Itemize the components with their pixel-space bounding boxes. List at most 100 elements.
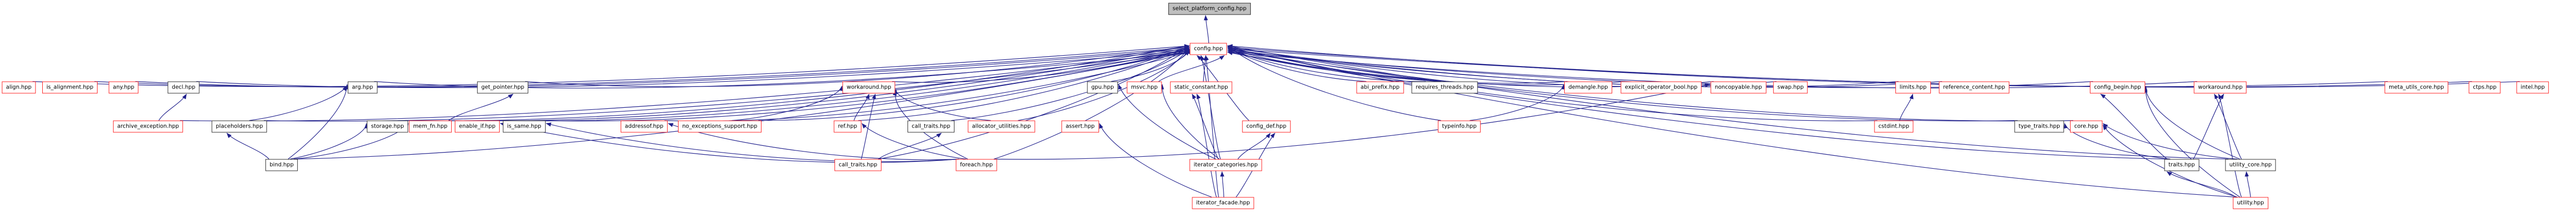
graph-node-bind[interactable]: bind.hpp bbox=[265, 159, 298, 171]
edge-iterator_categories-to-static_constant bbox=[1192, 94, 1219, 159]
graph-node-iterator_facade[interactable]: iterator_facade.hpp bbox=[1192, 197, 1254, 209]
edge-foreach-to-config bbox=[994, 47, 1190, 160]
graph-node-msvc[interactable]: msvc.hpp bbox=[1127, 81, 1162, 94]
edge-foreach-to-noncopyable bbox=[994, 83, 1710, 160]
edge-utility-to-utility_core bbox=[2244, 171, 2251, 197]
graph-node-config_begin[interactable]: config_begin.hpp bbox=[2089, 81, 2146, 94]
edge-bind-to-config bbox=[294, 51, 1190, 160]
edge-addressof-to-config bbox=[664, 51, 1190, 122]
graph-node-swap[interactable]: swap.hpp bbox=[1773, 81, 1808, 94]
edge-call_traits-to-config bbox=[878, 45, 1190, 160]
graph-node-decl[interactable]: decl.hpp bbox=[167, 81, 200, 94]
edge-iterator_facade-to-config bbox=[1205, 55, 1219, 197]
graph-node-core[interactable]: core.hpp bbox=[2070, 120, 2103, 133]
graph-node-enable_if[interactable]: enable_if.hpp bbox=[454, 120, 500, 133]
graph-node-no_exceptions_support[interactable]: no_exceptions_support.hpp bbox=[678, 120, 762, 133]
edge-is_same-to-config bbox=[542, 49, 1190, 122]
graph-node-traits[interactable]: traits.hpp bbox=[2164, 159, 2199, 171]
graph-node-config[interactable]: config.hpp bbox=[1190, 43, 1227, 55]
graph-node-gpu[interactable]: gpu.hpp bbox=[1087, 81, 1118, 94]
edge-mem_fn-to-get_pointer bbox=[448, 94, 514, 121]
graph-node-config_def[interactable]: config_def.hpp bbox=[1242, 120, 1291, 133]
graph-node-any[interactable]: any.hpp bbox=[108, 81, 139, 94]
edge-core-to-config bbox=[1227, 49, 2074, 121]
graph-node-foreach[interactable]: foreach.hpp bbox=[956, 159, 997, 171]
edge-archive_exception-to-decl bbox=[158, 94, 187, 121]
graph-node-is_alignment[interactable]: is_alignment.hpp bbox=[42, 81, 98, 94]
graph-node-arg[interactable]: arg.hpp bbox=[347, 81, 378, 94]
graph-node-archive_exception[interactable]: archive_exception.hpp bbox=[113, 120, 184, 133]
graph-node-explicit_operator_bool[interactable]: explicit_operator_bool.hpp bbox=[1620, 81, 1702, 94]
graph-node-static_constant[interactable]: static_constant.hpp bbox=[1170, 81, 1232, 94]
graph-node-intel[interactable]: intel.hpp bbox=[2516, 81, 2549, 94]
graph-node-select_platform_config: select_platform_config.hpp bbox=[1168, 3, 1251, 15]
edge-get_pointer-to-config bbox=[525, 44, 1190, 87]
edge-placeholders-to-arg bbox=[249, 85, 347, 121]
graph-node-abi_prefix[interactable]: abi_prefix.hpp bbox=[1356, 81, 1404, 94]
graph-node-workaround_bind[interactable]: workaround.hpp bbox=[842, 81, 896, 94]
edge-cstdint-to-config bbox=[1227, 46, 1878, 121]
edge-utility_core-to-config bbox=[1227, 44, 2229, 160]
graph-node-workaround_tt[interactable]: workaround.hpp bbox=[2194, 81, 2247, 94]
edge-intel-to-config bbox=[1227, 47, 2520, 88]
edge-iterator_categories-to-config_def bbox=[1237, 133, 1271, 159]
edge-utility_core-to-workaround_tt bbox=[2214, 94, 2242, 159]
edge-iterator_facade-to-assert bbox=[1099, 123, 1212, 198]
graph-node-type_traits[interactable]: type_traits.hpp bbox=[2014, 120, 2064, 133]
edge-utility_core-to-core bbox=[2102, 123, 2238, 160]
graph-node-align[interactable]: align.hpp bbox=[2, 81, 36, 94]
graph-node-mem_fn[interactable]: mem_fn.hpp bbox=[409, 120, 452, 133]
graph-node-is_same[interactable]: is_same.hpp bbox=[503, 120, 546, 133]
graph-node-ref[interactable]: ref.hpp bbox=[833, 120, 862, 133]
graph-node-allocator_utilities[interactable]: allocator_utilities.hpp bbox=[967, 120, 1035, 133]
graph-node-placeholders[interactable]: placeholders.hpp bbox=[211, 120, 268, 133]
edge-ref-to-workaround_bind bbox=[853, 94, 870, 121]
graph-node-cstdint[interactable]: cstdint.hpp bbox=[1874, 120, 1914, 133]
edge-typeinfo-to-config bbox=[1227, 45, 1442, 121]
edge-bind-to-placeholders bbox=[226, 133, 270, 159]
graph-node-call_traits_detail[interactable]: call_traits.hpp bbox=[908, 120, 954, 133]
graph-node-demangle[interactable]: demangle.hpp bbox=[1564, 81, 1612, 94]
graph-node-ctps[interactable]: ctps.hpp bbox=[2469, 81, 2501, 94]
edge-iterator_facade-to-static_constant bbox=[1196, 94, 1217, 197]
graph-node-typeinfo[interactable]: typeinfo.hpp bbox=[1437, 120, 1481, 133]
edge-bind-to-storage bbox=[290, 123, 369, 160]
graph-node-assert[interactable]: assert.hpp bbox=[1061, 120, 1099, 133]
graph-node-addressof[interactable]: addressof.hpp bbox=[621, 120, 668, 133]
edge-mem_fn-to-config bbox=[448, 46, 1190, 121]
edge-utility-to-config bbox=[1227, 46, 2236, 198]
graph-node-storage[interactable]: storage.hpp bbox=[367, 120, 408, 133]
edge-workaround_bind-to-config bbox=[892, 47, 1190, 83]
edge-storage-to-config bbox=[405, 44, 1190, 121]
graph-node-utility_core[interactable]: utility_core.hpp bbox=[2225, 159, 2276, 171]
graph-node-limits[interactable]: limits.hpp bbox=[1895, 81, 1931, 94]
edge-typeinfo-to-demangle bbox=[1469, 84, 1566, 121]
graph-node-call_traits[interactable]: call_traits.hpp bbox=[835, 159, 881, 171]
edge-call_traits-to-workaround_bind bbox=[861, 94, 876, 159]
graph-node-requires_threads[interactable]: requires_threads.hpp bbox=[1411, 81, 1478, 94]
graph-node-reference_content[interactable]: reference_content.hpp bbox=[1939, 81, 2010, 94]
graph-node-utility[interactable]: utility.hpp bbox=[2233, 197, 2268, 209]
graph-node-iterator_categories[interactable]: iterator_categories.hpp bbox=[1189, 159, 1262, 171]
graph-node-noncopyable[interactable]: noncopyable.hpp bbox=[1710, 81, 1767, 94]
edge-traits-to-type_traits bbox=[2063, 123, 2171, 160]
edge-config-to-select_platform_config bbox=[1204, 15, 1210, 43]
edge-iterator_categories-to-msvc bbox=[1159, 84, 1219, 159]
edge-no_exceptions_support-to-config bbox=[758, 45, 1190, 121]
edge-iterator_categories-to-gpu bbox=[1118, 84, 1216, 160]
edge-utility-to-workaround_tt bbox=[2218, 94, 2242, 197]
edge-ref-to-config bbox=[858, 47, 1190, 121]
edge-traits-to-config bbox=[1227, 51, 2168, 160]
edge-any-to-config bbox=[135, 47, 1190, 88]
edge-foreach-to-is_same bbox=[546, 122, 959, 162]
graph-node-get_pointer[interactable]: get_pointer.hpp bbox=[477, 81, 529, 94]
edge-bind-to-arg bbox=[288, 84, 349, 159]
graph-node-meta_utils_core[interactable]: meta_utils_core.hpp bbox=[2385, 81, 2448, 94]
edge-foreach-to-ref bbox=[862, 123, 966, 160]
edge-no_exceptions_support-to-workaround_bind bbox=[731, 85, 843, 121]
edge-traits-to-workaround_tt bbox=[2193, 94, 2224, 159]
edge-iterator_facade-to-iterator_categories bbox=[1220, 171, 1225, 197]
edge-utility_core-to-config_begin bbox=[2143, 85, 2240, 160]
